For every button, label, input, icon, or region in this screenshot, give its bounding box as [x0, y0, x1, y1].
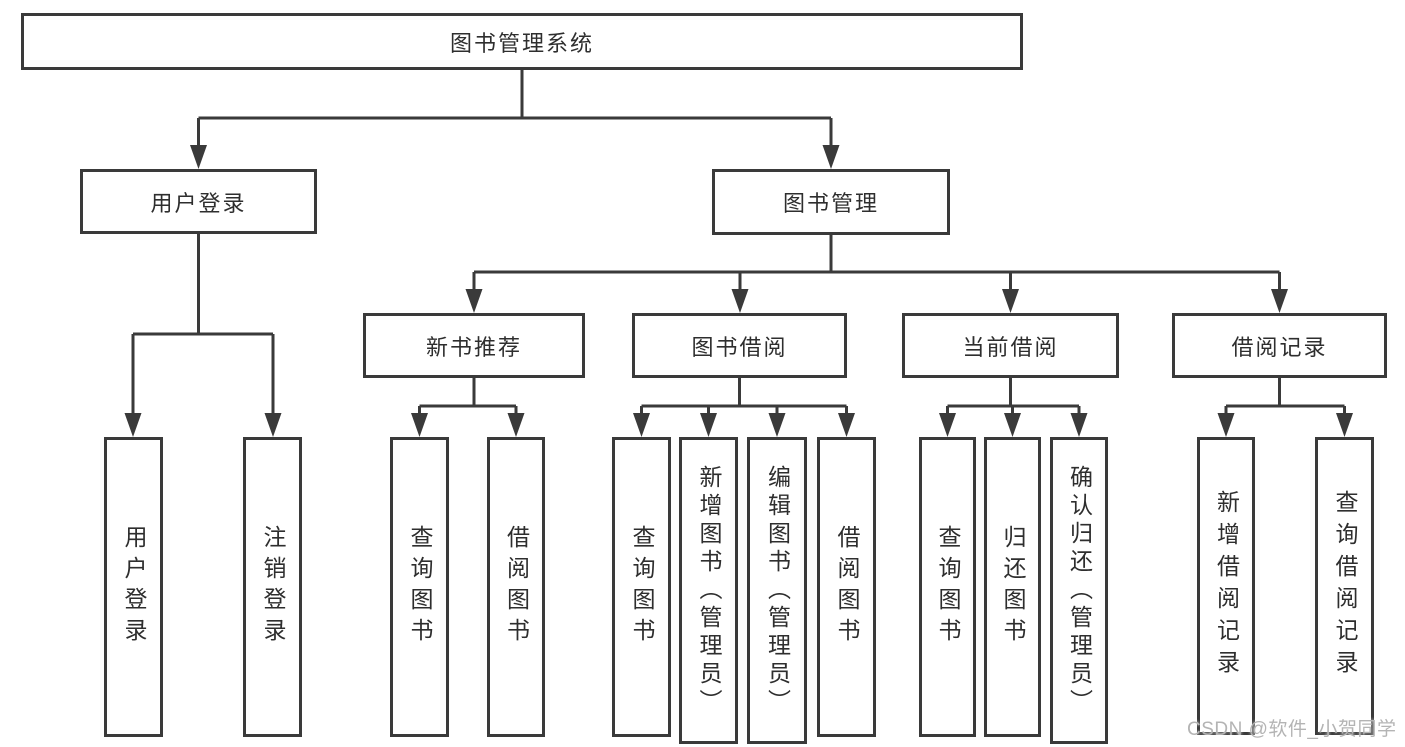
leaf-query-books-borrow: 查询图书 [612, 437, 671, 737]
arrowheads [124, 145, 1353, 437]
leaf-borrow-books: 借阅图书 [817, 437, 876, 737]
leaf-user-login: 用户登录 [104, 437, 163, 737]
leaf-add-books-admin: 新增图书（管理员） [679, 437, 738, 744]
leaf-query-borrow-record: 查询借阅记录 [1315, 437, 1374, 735]
node-current-borrowing: 当前借阅 [902, 313, 1119, 378]
csdn-watermark: CSDN @软件_小贺同学 [1187, 719, 1397, 740]
leaf-logout: 注销登录 [243, 437, 302, 737]
tree-edges [131, 70, 1346, 419]
leaf-query-books-current: 查询图书 [919, 437, 976, 737]
leaf-edit-books-admin: 编辑图书（管理员） [747, 437, 807, 744]
node-borrowing-records: 借阅记录 [1172, 313, 1387, 378]
leaf-return-books: 归还图书 [984, 437, 1041, 737]
leaf-query-books-newbook: 查询图书 [390, 437, 449, 737]
node-new-book-recommend: 新书推荐 [363, 313, 585, 378]
leaf-add-borrow-record: 新增借阅记录 [1197, 437, 1255, 735]
leaf-borrow-books-newbook: 借阅图书 [487, 437, 545, 737]
node-book-management: 图书管理 [712, 169, 950, 235]
node-library-system: 图书管理系统 [21, 13, 1023, 70]
leaf-confirm-return-admin: 确认归还（管理员） [1050, 437, 1108, 744]
node-user-login: 用户登录 [80, 169, 317, 234]
node-book-borrowing: 图书借阅 [632, 313, 847, 378]
